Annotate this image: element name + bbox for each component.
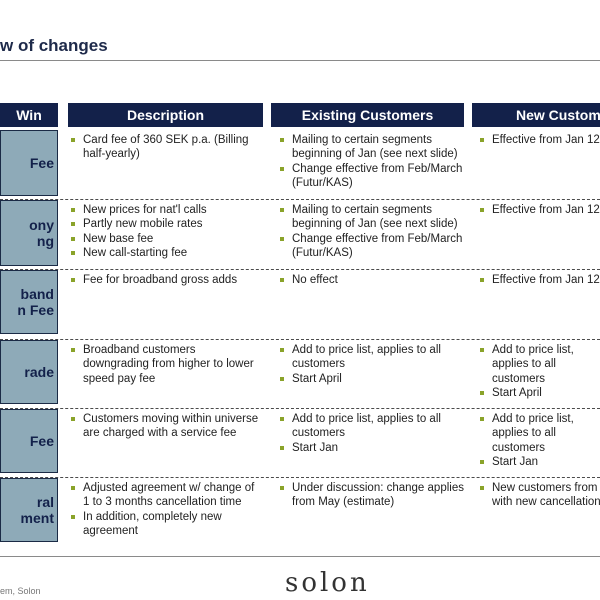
header-description: Description xyxy=(68,103,263,127)
bullet-item: Adjusted agreement w/ change of 1 to 3 m… xyxy=(68,481,262,510)
footer-divider xyxy=(0,556,600,557)
row-separator xyxy=(0,477,600,478)
description-cell: Customers moving within universe are cha… xyxy=(68,412,262,441)
bullet-item: Change effective from Feb/March (Futur/K… xyxy=(277,232,465,261)
existing-customers-cell: Add to price list, applies to all custom… xyxy=(277,343,465,386)
existing-customers-cell: Mailing to certain segments beginning of… xyxy=(277,133,465,191)
bullet-item: Add to price list, applies to all custom… xyxy=(277,343,465,372)
bullet-item: Start April xyxy=(277,372,465,386)
bullet-item: Partly new mobile rates xyxy=(68,217,262,231)
description-cell: Card fee of 360 SEK p.a. (Billing half-y… xyxy=(68,133,262,162)
bullet-item: Broadband customers downgrading from hig… xyxy=(68,343,262,386)
page-title: w of changes xyxy=(0,36,108,55)
title-divider xyxy=(0,60,600,61)
description-cell: Broadband customers downgrading from hig… xyxy=(68,343,262,386)
row-label: Fee xyxy=(29,433,54,449)
existing-customers-cell: Under discussion: change applies from Ma… xyxy=(277,481,465,510)
bullet-item: Start April xyxy=(477,386,600,400)
new-customers-cell: Add to price list, applies to all custom… xyxy=(477,343,600,401)
new-customers-cell: Effective from Jan 12 xyxy=(477,273,600,287)
solon-logo: solon xyxy=(285,568,370,598)
header-win: Win xyxy=(0,103,58,127)
row-label-box: band n Fee xyxy=(0,270,58,334)
new-customers-cell: Add to price list, applies to all custom… xyxy=(477,412,600,470)
existing-customers-cell: No effect xyxy=(277,273,465,287)
bullet-item: Add to price list, applies to all custom… xyxy=(477,412,600,455)
new-customers-cell: Effective from Jan 12 xyxy=(477,203,600,217)
bullet-item: No effect xyxy=(277,273,465,287)
bullet-item: Under discussion: change applies from Ma… xyxy=(277,481,465,510)
row-separator xyxy=(0,269,600,270)
bullet-item: Start Jan xyxy=(477,455,600,469)
header-new-customers: New Custom xyxy=(472,103,600,127)
footer-source: em, Solon xyxy=(0,586,41,596)
bullet-item: New base fee xyxy=(68,232,262,246)
bullet-item: Effective from Jan 12 xyxy=(477,133,600,147)
bullet-item: Effective from Jan 12 xyxy=(477,273,600,287)
bullet-item: Effective from Jan 12 xyxy=(477,203,600,217)
new-customers-cell: Effective from Jan 12 xyxy=(477,133,600,147)
row-separator xyxy=(0,199,600,200)
row-label: Fee xyxy=(29,155,54,171)
row-label-box: Fee xyxy=(0,130,58,196)
bullet-item: Customers moving within universe are cha… xyxy=(68,412,262,441)
bullet-item: New call-starting fee xyxy=(68,246,262,260)
row-label: ral ment xyxy=(20,494,54,526)
description-cell: Fee for broadband gross adds xyxy=(68,273,262,287)
bullet-item: New customers from with new cancellation xyxy=(477,481,600,510)
row-separator xyxy=(0,339,600,340)
bullet-item: Add to price list, applies to all custom… xyxy=(477,343,600,386)
row-label: band n Fee xyxy=(17,286,54,318)
bullet-item: In addition, completely new agreement xyxy=(68,510,262,539)
bullet-item: Add to price list, applies to all custom… xyxy=(277,412,465,441)
existing-customers-cell: Mailing to certain segments beginning of… xyxy=(277,203,465,261)
bullet-item: Fee for broadband gross adds xyxy=(68,273,262,287)
bullet-item: Mailing to certain segments beginning of… xyxy=(277,203,465,232)
row-label-box: ral ment xyxy=(0,478,58,542)
row-label-box: rade xyxy=(0,340,58,404)
bullet-item: Start Jan xyxy=(277,441,465,455)
bullet-item: Change effective from Feb/March (Futur/K… xyxy=(277,162,465,191)
row-label-box: ony ng xyxy=(0,200,58,266)
row-label-box: Fee xyxy=(0,409,58,473)
header-existing-customers: Existing Customers xyxy=(271,103,464,127)
new-customers-cell: New customers from with new cancellation xyxy=(477,481,600,510)
row-label: rade xyxy=(24,364,54,380)
existing-customers-cell: Add to price list, applies to all custom… xyxy=(277,412,465,455)
bullet-item: Mailing to certain segments beginning of… xyxy=(277,133,465,162)
row-separator xyxy=(0,408,600,409)
description-cell: Adjusted agreement w/ change of 1 to 3 m… xyxy=(68,481,262,539)
bullet-item: New prices for nat'l calls xyxy=(68,203,262,217)
bullet-item: Card fee of 360 SEK p.a. (Billing half-y… xyxy=(68,133,262,162)
row-label: ony ng xyxy=(29,217,54,249)
